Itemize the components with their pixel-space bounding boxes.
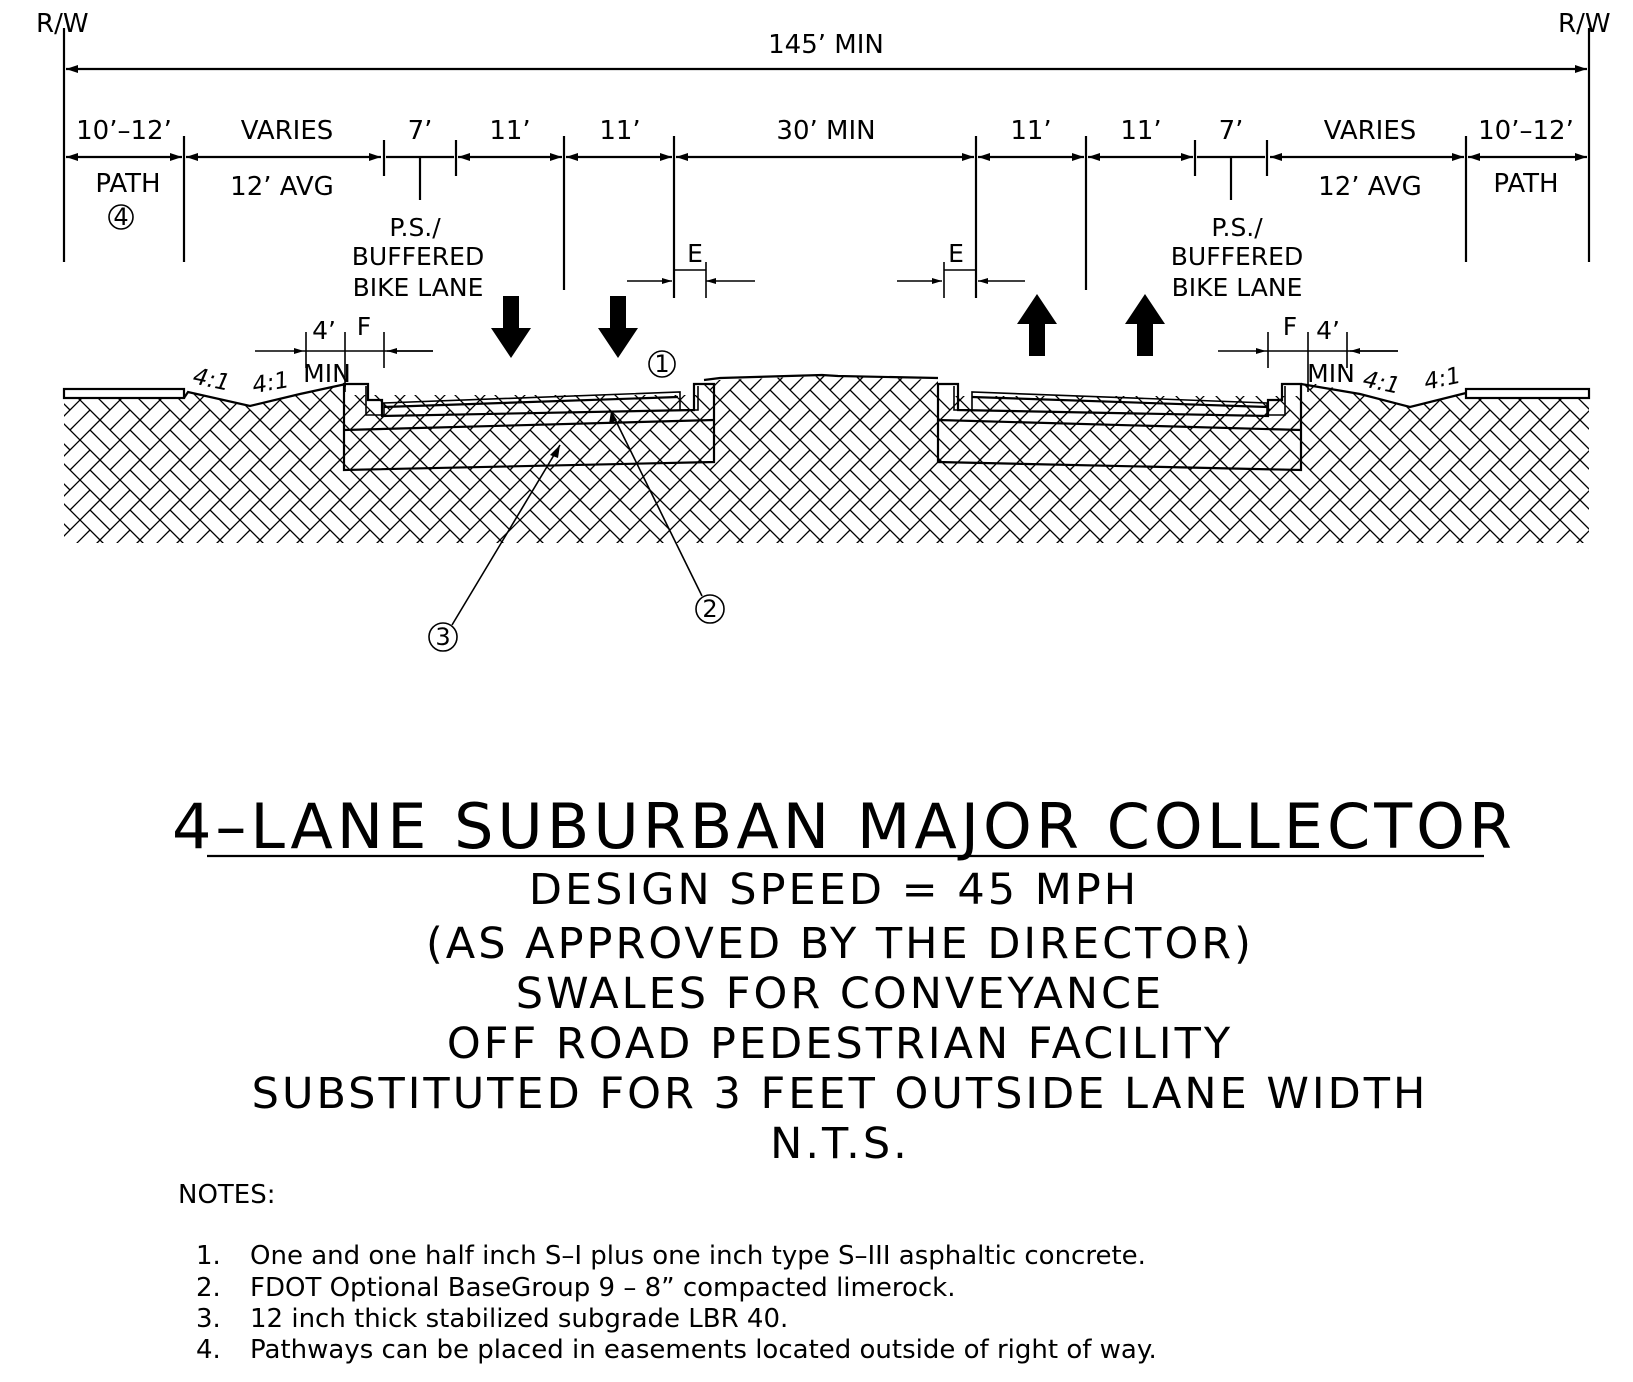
lane4-label: 11’	[1120, 116, 1161, 146]
callout-2-arrowhead	[609, 411, 617, 424]
path-right-label: PATH	[1493, 169, 1558, 199]
note-3-number: 3.	[196, 1304, 221, 1334]
note-4-number: 4.	[196, 1335, 221, 1365]
min-left-label: MIN	[303, 359, 351, 388]
extension-lines	[182, 136, 1468, 298]
callout-3-arrowhead	[550, 445, 560, 458]
swales-line: SWALES FOR CONVEYANCE	[516, 969, 1164, 1019]
avg-right-label: 12’ AVG	[1318, 172, 1422, 202]
traffic-arrow-up-2	[1125, 294, 1165, 356]
callout-3-number: 3	[435, 623, 450, 651]
note-1-number: 1.	[196, 1241, 221, 1271]
right-roadway-section	[936, 382, 1303, 472]
median-surface	[703, 373, 939, 382]
varies-left-label: VARIES	[241, 116, 334, 146]
notes-heading: NOTES:	[178, 1180, 276, 1210]
note-2-text: FDOT Optional BaseGroup 9 – 8” compacted…	[250, 1273, 956, 1303]
note-3-text: 12 inch thick stabilized subgrade LBR 40…	[250, 1304, 788, 1334]
pedestrian-facility-line: OFF ROAD PEDESTRIAN FACILITY	[447, 1019, 1233, 1069]
path-slab-right	[1464, 387, 1591, 400]
callout-3-circle	[428, 622, 458, 652]
path-left-note-number: 4	[113, 203, 128, 231]
f-right-label: F	[1283, 312, 1297, 341]
lane-width-line: SUBSTITUTED FOR 3 FEET OUTSIDE LANE WIDT…	[252, 1069, 1429, 1119]
callout-1-circle	[648, 350, 676, 378]
note-1-text: One and one half inch S–I plus one inch …	[250, 1241, 1146, 1271]
callout-2-circle	[695, 594, 725, 624]
note-4-text: Pathways can be placed in easements loca…	[250, 1335, 1157, 1365]
rw-left-label: R/W	[36, 9, 89, 39]
lane2-label: 11’	[599, 116, 640, 146]
four-ft-right-label: 4’	[1316, 316, 1340, 345]
buffer-right-label: 7’	[1219, 116, 1244, 146]
callout-3-leader	[451, 444, 561, 626]
nts-line: N.T.S.	[770, 1119, 910, 1169]
slope-left-inner-label: 4:1	[250, 367, 291, 399]
slope-right-outer-label: 4:1	[1422, 363, 1464, 396]
bike-lane-left-line-3: BIKE LANE	[353, 273, 484, 302]
note-2-number: 2.	[196, 1273, 221, 1303]
min-right-label: MIN	[1307, 359, 1355, 388]
slope-left-outer-label: 4:1	[191, 364, 233, 397]
bike-lane-right-line-3: BIKE LANE	[1172, 273, 1303, 302]
avg-left-label: 12’ AVG	[230, 172, 334, 202]
callout-1-number: 1	[654, 350, 669, 378]
median-label: 30’ MIN	[776, 116, 875, 146]
four-ft-left-label: 4’	[312, 316, 336, 345]
ground-hatch	[64, 376, 1589, 543]
path-width-left-label: 10’–12’	[76, 116, 172, 146]
note-4-callout-circle	[108, 204, 134, 230]
path-left-label: PATH	[95, 169, 160, 199]
design-speed-line: DESIGN SPEED = 45 MPH	[529, 865, 1139, 915]
e-right-label: E	[948, 239, 964, 268]
callout-2-number: 2	[702, 595, 717, 623]
traffic-arrow-down-1	[491, 296, 531, 358]
left-roadway-section	[342, 382, 716, 472]
total-width-label: 145’ MIN	[768, 30, 884, 60]
section-title: 4–LANE SUBURBAN MAJOR COLLECTOR	[172, 790, 1516, 863]
bike-lane-left-line-1: P.S./	[389, 213, 441, 242]
path-slab-left	[62, 387, 186, 400]
lane3-label: 11’	[1010, 116, 1051, 146]
traffic-arrow-down-2	[598, 296, 638, 358]
bike-lane-right-line-1: P.S./	[1211, 213, 1263, 242]
traffic-arrow-up-1	[1017, 294, 1057, 356]
ground-surface-left	[183, 382, 347, 408]
rw-right-label: R/W	[1558, 9, 1611, 39]
varies-right-label: VARIES	[1324, 116, 1417, 146]
ground-surface-right	[1300, 382, 1467, 409]
e-left-label: E	[687, 239, 703, 268]
callout-2-leader	[610, 410, 703, 597]
approval-line: (AS APPROVED BY THE DIRECTOR)	[426, 919, 1254, 969]
path-width-right-label: 10’–12’	[1478, 116, 1574, 146]
bike-lane-right-line-2: BUFFERED	[1171, 242, 1303, 271]
lane1-label: 11’	[489, 116, 530, 146]
buffer-left-label: 7’	[408, 116, 433, 146]
bike-lane-left-line-2: BUFFERED	[352, 242, 484, 271]
f-left-label: F	[357, 312, 371, 341]
